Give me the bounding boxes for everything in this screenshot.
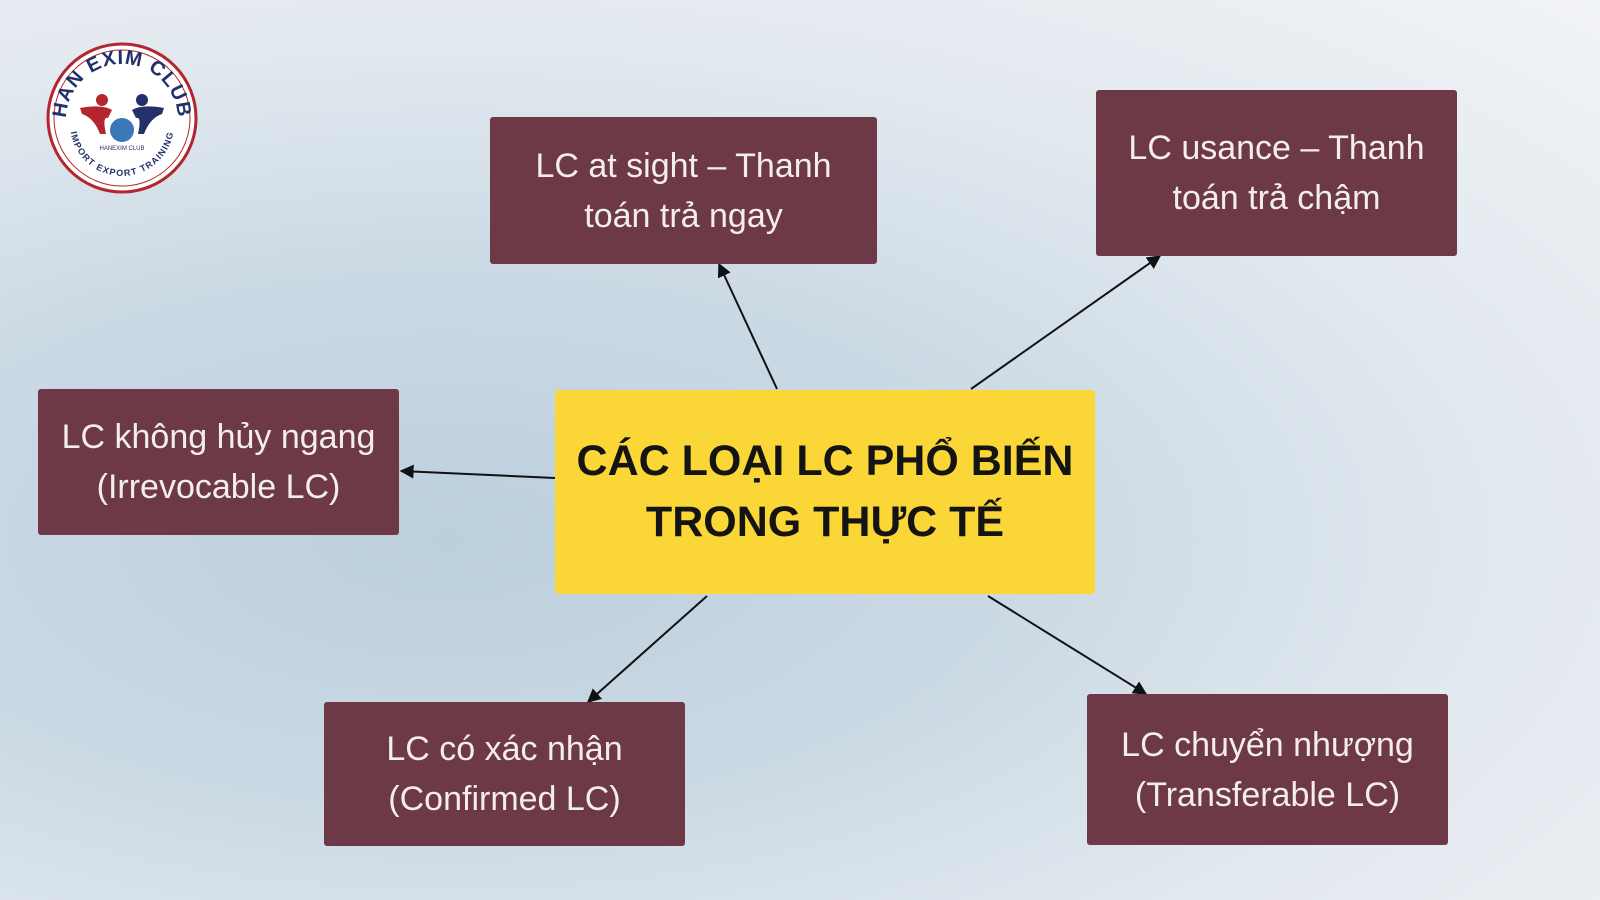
han-exim-club-logo: HAN EXIM CLUB IMPORT EXPORT TRAINING HAN… [42, 38, 202, 194]
node-lc-usance-line-2: toán trả chậm [1172, 179, 1381, 217]
node-lc-transferable-line-1: LC chuyển nhượng [1121, 725, 1414, 764]
node-lc-irrevocable-line-1: LC không hủy ngang [61, 418, 376, 456]
node-lc-transferable-line-2: (Transferable LC) [1134, 775, 1401, 814]
node-lc-transferable: LC chuyển nhượng (Transferable LC) [1087, 694, 1448, 845]
node-lc-confirmed: LC có xác nhận (Confirmed LC) [324, 702, 685, 846]
arrow-to-irrevocable [399, 464, 556, 479]
node-lc-usance: LC usance – Thanh toán trả chậm [1096, 90, 1457, 256]
node-lc-irrevocable-line-2: (Irrevocable LC) [96, 468, 341, 506]
node-lc-irrevocable: LC không hủy ngang (Irrevocable LC) [38, 389, 399, 535]
node-lc-at-sight-line-2: toán trả ngay [584, 196, 783, 235]
arrow-to-usance [970, 255, 1162, 390]
node-lc-confirmed-line-1: LC có xác nhận [386, 730, 623, 768]
node-lc-at-sight: LC at sight – Thanh toán trả ngay [490, 117, 877, 264]
node-lc-at-sight-line-1: LC at sight – Thanh [535, 146, 832, 185]
center-title-box: CÁC LOẠI LC PHỔ BIẾN TRONG THỰC TẾ [555, 390, 1095, 594]
node-lc-confirmed-line-2: (Confirmed LC) [388, 780, 621, 818]
center-title-line-1: CÁC LOẠI LC PHỔ BIẾN [576, 437, 1074, 485]
logo-inner-text: HANEXIM CLUB [99, 146, 144, 152]
arrow-to-at-sight [717, 262, 778, 390]
center-title-line-2: TRONG THỰC TẾ [645, 498, 1005, 546]
arrow-to-confirmed [586, 595, 708, 703]
logo-emblem-icon: HAN EXIM CLUB IMPORT EXPORT TRAINING HAN… [46, 42, 198, 194]
arrow-to-transferable [987, 595, 1148, 695]
node-lc-usance-line-1: LC usance – Thanh [1128, 129, 1425, 167]
